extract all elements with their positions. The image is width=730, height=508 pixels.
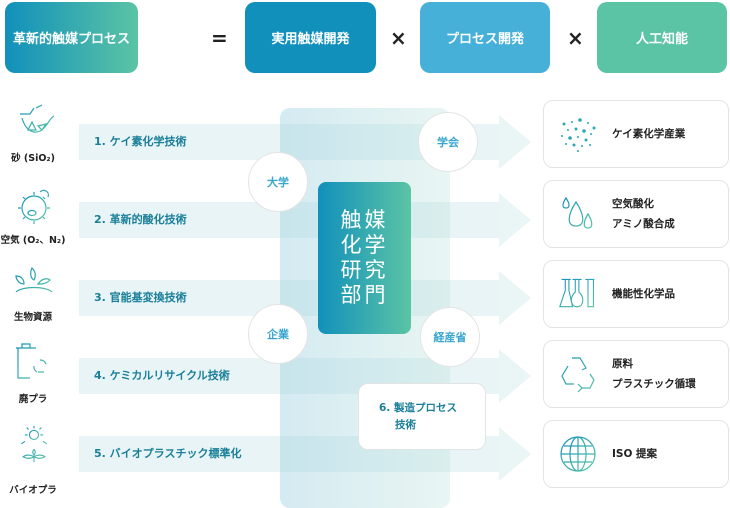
partner-university: 大学 — [248, 152, 308, 212]
tech-label: 2. 革新的酸化技術 — [94, 213, 187, 226]
waste-plastic-icon — [16, 343, 47, 379]
factor-box-ai: 人工知能 — [597, 2, 727, 73]
source-label: バイオプラ — [9, 485, 57, 496]
tech6-label: 6. 製造プロセス — [379, 402, 457, 414]
particles-icon — [561, 118, 596, 152]
partner-label: 経産省 — [433, 331, 467, 344]
partner-label: 企業 — [267, 328, 289, 341]
partner-company: 企業 — [248, 304, 308, 364]
partner-academic-society: 学会 — [418, 112, 478, 172]
source-label: 廃プラ — [18, 394, 48, 405]
droplets-icon — [562, 196, 593, 229]
outcome-card-silicon: ケイ素化学産業 — [543, 100, 729, 168]
outcome-card-recycling: 原料プラスチック循環 — [543, 340, 729, 408]
factor-label: 人工知能 — [635, 32, 688, 47]
air-icon — [18, 189, 50, 224]
tech-label: 3. 官能基変換技術 — [94, 291, 187, 304]
outcome-card-oxidation: 空気酸化アミノ酸合成 — [543, 180, 729, 248]
tech6-label: 技術 — [395, 419, 416, 431]
outcome-label: プラスチック循環 — [612, 378, 696, 390]
partner-label: 学会 — [437, 136, 459, 149]
recycle-icon — [561, 357, 595, 393]
partner-label: 大学 — [267, 176, 289, 189]
source-label: 空気 (O₂、N₂) — [0, 235, 66, 246]
factor-label: プロセス開発 — [445, 32, 524, 47]
times-sign: × — [567, 26, 584, 50]
times-sign: × — [390, 26, 407, 50]
factor-label: 実用触媒開発 — [271, 32, 350, 47]
arrow-head — [499, 427, 531, 481]
tech-label: 4. ケミカルリサイクル技術 — [94, 369, 230, 382]
catalyst-chemistry-division-box: 触媒 化学 研究 部門 — [318, 182, 411, 334]
partner-meti: 経産省 — [420, 307, 480, 367]
arrow-head — [499, 349, 531, 403]
biomass-icon — [15, 266, 53, 293]
flasks-icon — [559, 278, 595, 308]
factor-box-process: プロセス開発 — [420, 2, 550, 73]
tech-label: 5. バイオプラスチック標準化 — [94, 447, 242, 460]
factor-box-catalyst: 実用触媒開発 — [245, 2, 376, 73]
main-concept-box: 革新的触媒プロセス — [5, 2, 138, 73]
arrow-head — [499, 115, 531, 169]
division-text: 化学 — [340, 233, 389, 257]
outcome-card-iso: ISO 提案 — [543, 420, 729, 488]
tech-label: 1. ケイ素化学技術 — [94, 135, 187, 148]
arrow-head — [499, 271, 531, 325]
outcome-label: ISO 提案 — [612, 448, 658, 460]
source-label: 生物資源 — [13, 312, 52, 323]
bioplastic-icon — [20, 425, 48, 463]
outcome-label: 空気酸化 — [612, 198, 654, 210]
tech6-box: 6. 製造プロセス 技術 — [358, 383, 486, 450]
outcome-label: ケイ素化学産業 — [612, 128, 686, 140]
main-concept-label: 革新的触媒プロセス — [12, 32, 130, 47]
source-label: 砂 (SiO₂) — [11, 153, 55, 164]
division-text: 部門 — [340, 283, 389, 307]
arrow-head — [499, 193, 531, 247]
division-text: 研究 — [340, 258, 389, 282]
outcome-label: 原料 — [612, 358, 633, 370]
outcome-label: 機能性化学品 — [612, 288, 675, 300]
outcome-card-functional-chem: 機能性化学品 — [543, 260, 729, 328]
sand-icon — [20, 104, 55, 133]
equals-sign: = — [211, 26, 228, 50]
outcome-label: アミノ酸合成 — [612, 218, 675, 230]
globe-icon — [560, 436, 596, 472]
division-text: 触媒 — [340, 208, 389, 232]
